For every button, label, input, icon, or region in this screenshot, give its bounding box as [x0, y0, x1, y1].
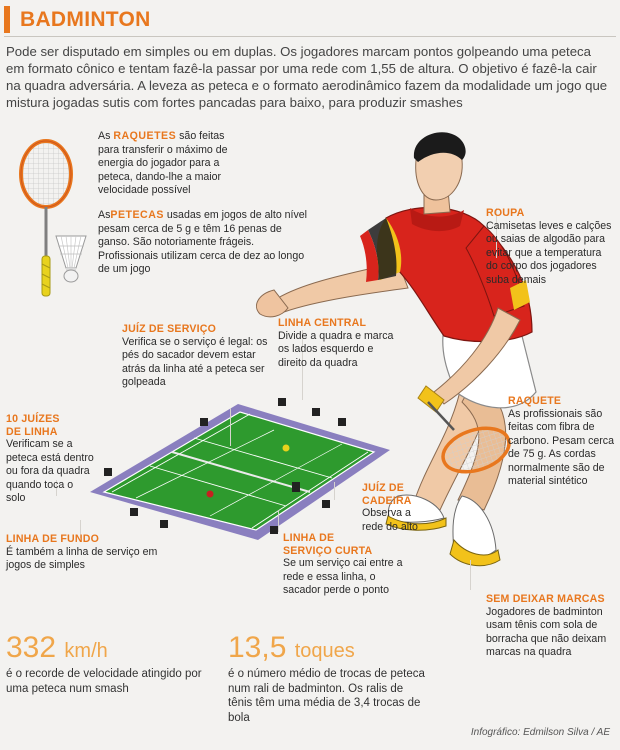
roupa-label: ROUPA [486, 207, 525, 219]
servico-curta-text: Se um serviço cai entre a rede e essa li… [283, 557, 403, 596]
leader-servico-curta [278, 510, 279, 532]
servico-curta-callout: LINHA DE SERVIÇO CURTA Se um serviço cai… [283, 532, 413, 598]
servico-curta-label-1: LINHA DE [283, 532, 335, 544]
juizes-linha-callout: 10 JUÍZES DE LINHA Verificam se a peteca… [6, 413, 94, 506]
roupa-callout: ROUPA Camisetas leves e calções ou saias… [486, 207, 614, 287]
petecas-text: usadas em jogos de alto nível pesam cerc… [98, 209, 308, 275]
credit: Infográfico: Edmilson Silva / AE [470, 727, 610, 738]
stat-speed-number: 332 [6, 631, 57, 664]
player-illustration [256, 132, 537, 567]
racket-illustration [19, 139, 73, 297]
juizes-linha-label-2: DE LINHA [6, 425, 58, 438]
stat-speed-value: 332 km/h [6, 632, 216, 667]
raquetes-text: são feitas para transferir o máximo de e… [98, 130, 228, 196]
court-illustration [90, 398, 390, 540]
juiz-servico-callout: JUÍZ DE SERVIÇO Verifica se o serviço é … [122, 323, 282, 390]
raquete-label: RAQUETE [508, 395, 562, 407]
raquete-text: As profissionais são feitas com fibra de… [508, 407, 614, 488]
leader-juiz-cadeira [334, 482, 335, 500]
header-divider [4, 36, 616, 37]
stat-toques: 13,5 toques é o número médio de trocas d… [228, 632, 428, 725]
juiz-cadeira-label-2: CADEIRA [362, 494, 412, 507]
linha-central-text: Divide a quadra e marca os lados esquerd… [278, 329, 394, 369]
stat-toques-value: 13,5 toques [228, 632, 428, 667]
raquetes-keyword: RAQUETES [113, 130, 177, 142]
page-title: BADMINTON [20, 8, 151, 31]
juizes-linha-text: Verificam se a peteca está dentro ou for… [6, 438, 94, 504]
header: BADMINTON [0, 0, 620, 36]
stat-speed-text: é o recorde de velocidade atingido por u… [6, 668, 202, 695]
juiz-cadeira-label-1: JUÍZ DE [362, 482, 405, 494]
stat-toques-text: é o número médio de trocas de peteca num… [228, 668, 425, 724]
sem-marcas-callout: SEM DEIXAR MARCAS Jogadores de badminton… [486, 593, 614, 660]
juizes-linha-label-1: 10 JUÍZES [6, 413, 60, 425]
juiz-cadeira-callout: JUÍZ DE CADEIRA Observa a rede do alto [362, 482, 418, 534]
stat-toques-number: 13,5 [228, 631, 287, 664]
stat-speed: 332 km/h é o recorde de velocidade ating… [6, 632, 216, 696]
stat-speed-unit: km/h [64, 640, 108, 662]
linha-fundo-callout: LINHA DE FUNDO É também a linha de servi… [6, 533, 166, 573]
sem-marcas-label: SEM DEIXAR MARCAS [486, 593, 605, 605]
leader-juiz-servico [230, 408, 231, 446]
petecas-keyword: PETECAS [110, 209, 164, 221]
linha-central-label: LINHA CENTRAL [278, 317, 367, 329]
linha-fundo-label: LINHA DE FUNDO [6, 533, 100, 545]
shuttlecock-illustration [55, 235, 87, 283]
leader-linha-central [302, 330, 303, 400]
juiz-servico-label: JUÍZ DE SERVIÇO [122, 323, 217, 335]
juiz-cadeira-text: Observa a rede do alto [362, 507, 418, 533]
petecas-note: AsPETECAS usadas em jogos de alto nível … [98, 209, 310, 277]
header-accent-bar [4, 6, 10, 33]
leader-juizes-linha [56, 480, 57, 496]
linha-central-callout: LINHA CENTRAL Divide a quadra e marca os… [278, 317, 398, 370]
sem-marcas-text: Jogadores de badminton usam tênis com so… [486, 605, 607, 659]
linha-fundo-text: É também a linha de serviço em jogos de … [6, 545, 158, 572]
raquetes-prefix: As [98, 130, 114, 142]
raquetes-note: As RAQUETES são feitas para transferir o… [98, 130, 248, 198]
roupa-text: Camisetas leves e calções ou saias de al… [486, 219, 612, 286]
stat-toques-unit: toques [294, 640, 355, 662]
leader-sem-marcas [470, 560, 471, 590]
leader-roupa [496, 208, 497, 258]
leader-linha-fundo [80, 520, 81, 538]
intro-paragraph: Pode ser disputado em simples ou em dupl… [6, 44, 608, 110]
servico-curta-label-2: SERVIÇO CURTA [283, 544, 373, 557]
juiz-servico-text: Verifica se o serviço é legal: os pés do… [122, 335, 268, 389]
raquete-callout: RAQUETE As profissionais são feitas com … [508, 395, 616, 489]
petecas-prefix: As [98, 209, 111, 221]
